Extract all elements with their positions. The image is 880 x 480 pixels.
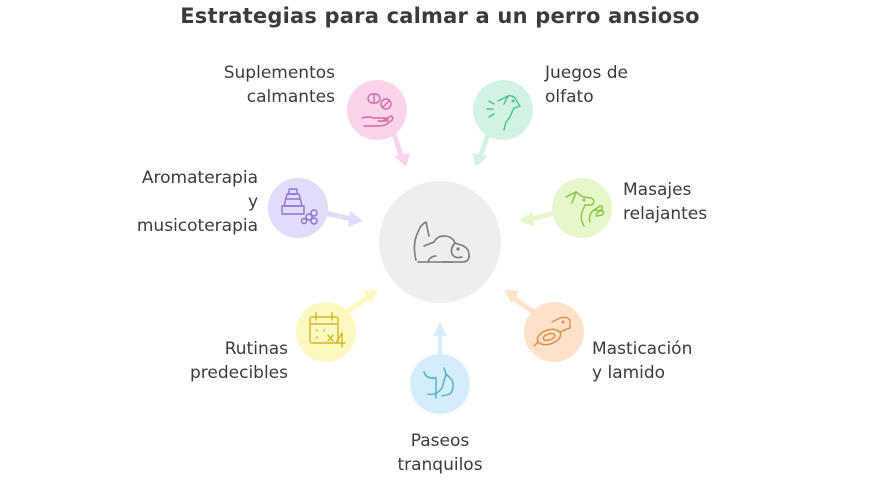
pills-hand-icon [361, 93, 394, 127]
arrow-aromaterapia [322, 210, 363, 227]
circle-suplementos [347, 80, 407, 140]
dog-chew-icon [533, 316, 571, 347]
label-masajes: Masajes relajantes [623, 180, 708, 224]
circle-paseos [410, 354, 470, 414]
circle-juegos [473, 80, 533, 140]
label-suplementos: Suplementos calmantes [223, 63, 335, 107]
circle-aromaterapia [268, 178, 328, 238]
circle-masticacion [524, 302, 584, 362]
arrow-rutinas [342, 290, 378, 316]
circle-masajes [552, 178, 612, 238]
calendar-repeat-icon [309, 312, 346, 348]
walk-path-icon [423, 367, 454, 399]
label-aromaterapia: Aromaterapia y musicoterapia [136, 168, 258, 236]
label-rutinas: Rutinas predecibles [189, 339, 288, 383]
resting-dog-icon [413, 221, 470, 263]
dog-sniff-icon [486, 95, 521, 131]
dog-massage-icon [565, 191, 605, 227]
label-paseos: Paseos tranquilos [397, 431, 483, 475]
diagram-title: Estrategias para calmar a un perro ansio… [180, 4, 700, 28]
arrow-masticacion [504, 290, 538, 316]
label-masticacion: Masticación y lamido [592, 339, 693, 383]
circle-rutinas [296, 302, 356, 362]
label-juegos: Juegos de olfato [545, 63, 628, 107]
center-circle [379, 181, 501, 303]
diffuser-icon [281, 188, 318, 225]
arrow-masajes [519, 210, 559, 227]
